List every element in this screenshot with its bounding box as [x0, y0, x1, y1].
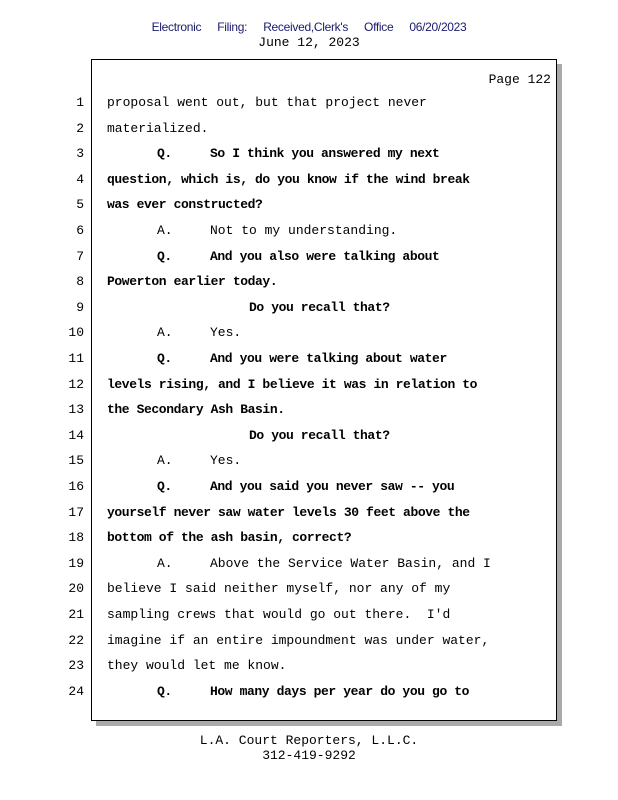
- transcript-line: 6 A. Not to my understanding.: [0, 223, 618, 243]
- line-number: 22: [68, 632, 84, 648]
- line-text: they would let me know.: [107, 658, 287, 674]
- line-text: bottom of the ash basin, correct?: [107, 530, 352, 546]
- transcript-line: 15 A. Yes.: [0, 453, 618, 473]
- line-number: 3: [76, 146, 84, 162]
- transcript-page: [91, 59, 557, 721]
- transcript-line: 17 yourself never saw water levels 30 fee…: [0, 505, 618, 525]
- transcript-line: 16 Q. And you said you never saw -- you: [0, 479, 618, 499]
- transcript-date: June 12, 2023: [258, 35, 360, 50]
- reporter-name: L.A. Court Reporters, L.L.C.: [199, 733, 419, 748]
- transcript-line: 3 Q. So I think you answered my next: [0, 146, 618, 166]
- transcript-line: 14 Do you recall that?: [0, 428, 618, 448]
- line-number: 21: [68, 607, 84, 622]
- stamp-word: Filing:: [217, 20, 248, 34]
- line-number: 6: [76, 223, 84, 238]
- speaker-label: Q.: [157, 351, 172, 366]
- line-number: 9: [76, 299, 84, 315]
- line-text: Do you recall that?: [249, 427, 390, 443]
- line-number: 13: [68, 402, 84, 418]
- transcript-line: 24 Q. How many days per year do you go to: [0, 684, 618, 704]
- transcript-line: 22 imagine if an entire impoundment was u…: [0, 633, 618, 653]
- transcript-line: 5 was ever constructed?: [0, 197, 618, 217]
- line-text: So I think you answered my next: [210, 146, 440, 162]
- speaker-label: Q.: [157, 146, 172, 162]
- stamp-word: 06/20/2023: [409, 20, 467, 34]
- transcript-line: 18 bottom of the ash basin, correct?: [0, 530, 618, 550]
- transcript-line: 20 believe I said neither myself, nor any…: [0, 581, 618, 601]
- line-text: proposal went out, but that project neve…: [107, 95, 427, 110]
- line-number: 12: [68, 376, 84, 392]
- speaker-label: A.: [157, 555, 173, 571]
- line-text: Yes.: [210, 325, 242, 341]
- transcript-line: 13 the Secondary Ash Basin.: [0, 402, 618, 422]
- reporter-phone: 312-419-9292: [262, 748, 356, 763]
- transcript-line: 7 Q. And you also were talking about: [0, 249, 618, 269]
- transcript-line: 21 sampling crews that would go out there…: [0, 607, 618, 627]
- line-text: believe I said neither myself, nor any o…: [107, 581, 451, 597]
- stamp-word: Received,Clerk's: [263, 20, 349, 34]
- transcript-line: 12 levels rising, and I believe it was in…: [0, 377, 618, 397]
- speaker-label: A.: [157, 325, 173, 341]
- line-text: Do you recall that?: [249, 299, 390, 315]
- line-number: 5: [76, 197, 84, 213]
- filing-stamp: Electronic Filing: Received,Clerk's Office 0…: [0, 20, 618, 34]
- speaker-label: Q.: [157, 683, 172, 699]
- line-number: 11: [68, 351, 84, 366]
- line-number: 14: [68, 427, 84, 443]
- transcript-line: 23 they would let me know.: [0, 658, 618, 678]
- transcript-line: 4 question, which is, do you know if the …: [0, 172, 618, 192]
- speaker-label: A.: [157, 453, 173, 469]
- line-number: 1: [76, 95, 84, 110]
- line-text: And you were talking about water: [210, 351, 447, 366]
- line-text: How many days per year do you go to: [210, 683, 470, 699]
- transcript-line: 19 A. Above the Service Water Basin, and I: [0, 556, 618, 576]
- line-number: 15: [68, 453, 84, 469]
- line-text: imagine if an entire impoundment was und…: [107, 632, 490, 648]
- line-text: And you also were talking about: [210, 248, 440, 264]
- line-number: 4: [76, 171, 84, 187]
- line-number: 2: [76, 120, 84, 136]
- speaker-label: A.: [157, 223, 173, 238]
- line-text: materialized.: [107, 120, 209, 136]
- line-text: was ever constructed?: [107, 197, 263, 213]
- line-number: 23: [68, 658, 84, 674]
- line-number: 20: [68, 581, 84, 597]
- line-text: yourself never saw water levels 30 feet …: [107, 504, 470, 520]
- line-text: question, which is, do you know if the w…: [107, 171, 470, 187]
- footer: L.A. Court Reporters, L.L.C. 312-419-929…: [0, 733, 618, 763]
- line-text: levels rising, and I believe it was in r…: [107, 376, 478, 392]
- line-text: the Secondary Ash Basin.: [107, 402, 285, 418]
- transcript-line: 11 Q. And you were talking about water: [0, 351, 618, 371]
- line-text: Not to my understanding.: [210, 223, 398, 238]
- line-text: Yes.: [210, 453, 242, 469]
- line-number: 8: [76, 274, 84, 290]
- line-text: sampling crews that would go out there. …: [107, 607, 451, 622]
- line-number: 17: [68, 504, 84, 520]
- line-number: 7: [76, 248, 84, 264]
- line-text: Powerton earlier today.: [107, 274, 278, 290]
- transcript-line: 10 A. Yes.: [0, 325, 618, 345]
- speaker-label: Q.: [157, 248, 172, 264]
- transcript-line: 1 proposal went out, but that project nev…: [0, 95, 618, 115]
- line-text: And you said you never saw -- you: [210, 479, 455, 494]
- speaker-label: Q.: [157, 479, 172, 494]
- line-number: 24: [68, 683, 84, 699]
- page-number: Page 122: [488, 72, 551, 87]
- line-number: 16: [68, 479, 84, 494]
- stamp-word: Office: [364, 20, 394, 34]
- line-text: Above the Service Water Basin, and I: [210, 555, 491, 571]
- line-number: 10: [68, 325, 84, 341]
- transcript-line: 9 Do you recall that?: [0, 300, 618, 320]
- transcript-line: 8 Powerton earlier today.: [0, 274, 618, 294]
- line-number: 19: [68, 555, 84, 571]
- transcript-line: 2 materialized.: [0, 121, 618, 141]
- stamp-word: Electronic: [151, 20, 202, 34]
- line-number: 18: [68, 530, 84, 546]
